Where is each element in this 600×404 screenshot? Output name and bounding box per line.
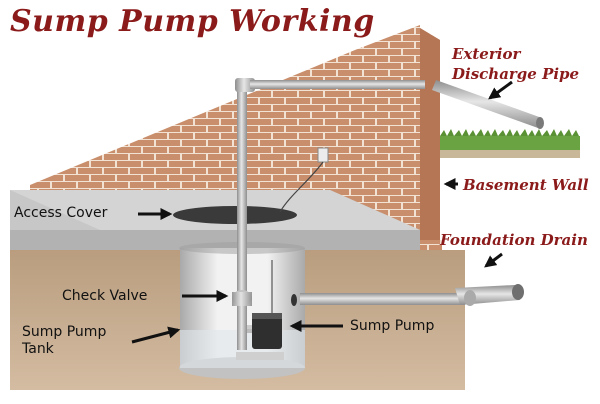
foundation-drain-arrow	[484, 252, 503, 268]
exterior-pipe-arrow	[488, 80, 513, 100]
label-basement-wall: Basement Wall	[463, 176, 589, 194]
label-exterior-line2: Discharge Pipe	[452, 65, 580, 83]
brick-back-wall	[30, 25, 420, 225]
electrical-outlet	[279, 147, 329, 213]
foundation-drain-pipe	[300, 284, 524, 306]
label-foundation-drain: Foundation Drain	[440, 231, 588, 249]
label-sump-pump: Sump Pump	[350, 318, 435, 334]
exterior-discharge-pipe	[432, 80, 544, 129]
label-tank-line1: Sump Pump	[22, 324, 107, 340]
label-access-cover: Access Cover	[14, 205, 108, 221]
grass-strip	[440, 129, 580, 158]
tank-arrow	[131, 326, 181, 344]
label-exterior-line1: Exterior	[452, 45, 521, 63]
diagram-title: Sump Pump Working	[10, 4, 375, 39]
access-cover	[173, 206, 297, 224]
label-tank-line2: Tank	[22, 341, 54, 357]
discharge-pipe-horizontal	[250, 80, 425, 89]
label-check-valve: Check Valve	[62, 288, 148, 304]
